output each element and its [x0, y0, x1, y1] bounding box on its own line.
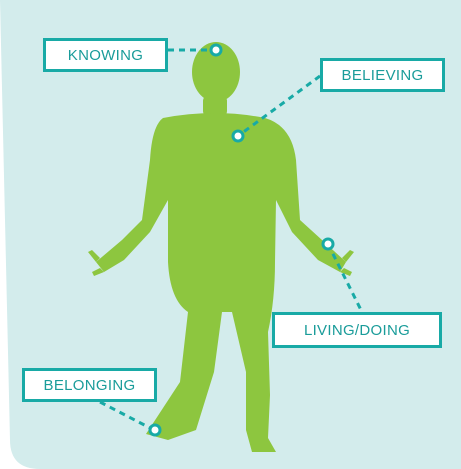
- believing-marker: [233, 131, 243, 141]
- knowing-label: KNOWING: [43, 38, 168, 72]
- living-doing-label: LIVING/DOING: [272, 312, 442, 348]
- belonging-label: BELONGING: [22, 368, 157, 402]
- belonging-marker: [150, 425, 160, 435]
- knowing-marker: [211, 45, 221, 55]
- living-doing-marker: [323, 239, 333, 249]
- believing-label: BELIEVING: [320, 58, 445, 92]
